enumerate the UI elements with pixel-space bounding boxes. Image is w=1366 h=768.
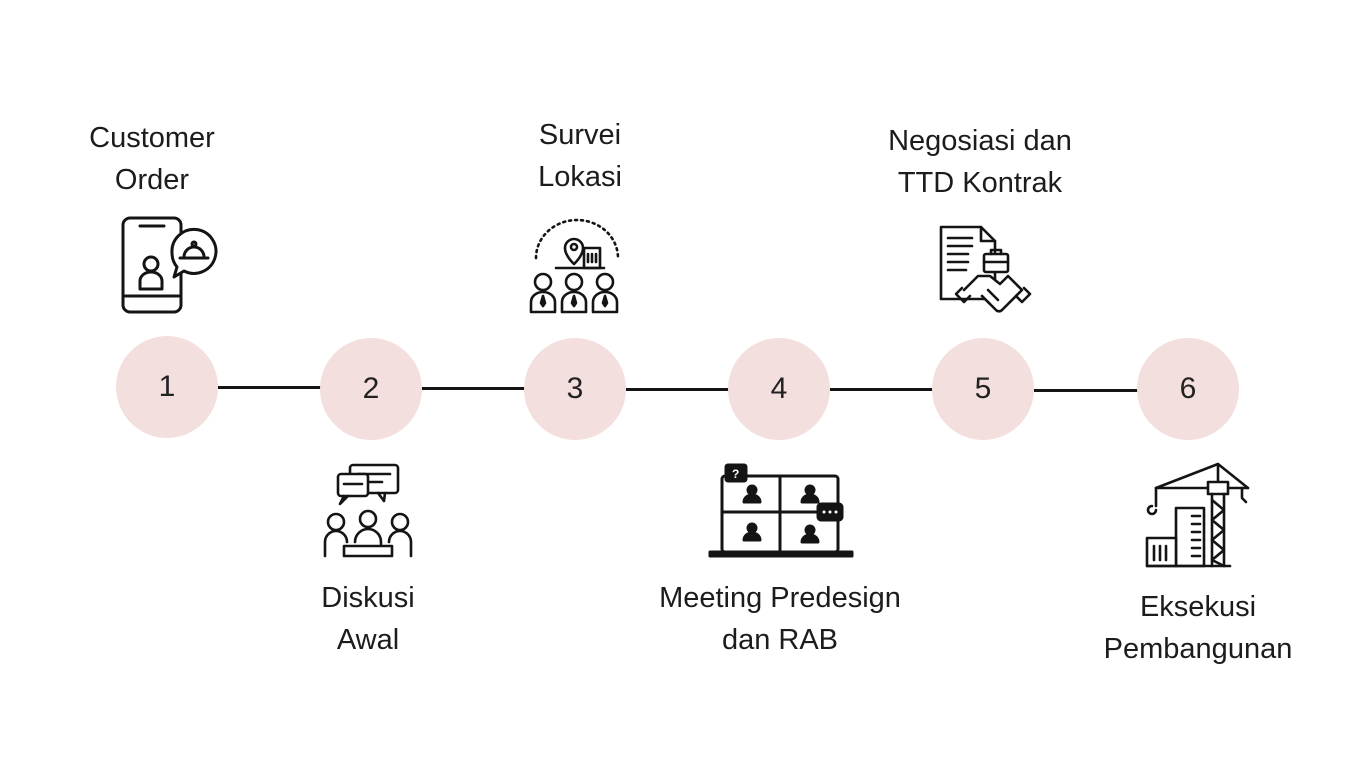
step-label-5: Negosiasi dan TTD Kontrak — [888, 125, 1072, 199]
step-label-3: Survei Lokasi — [538, 119, 622, 193]
step-number: 2 — [362, 372, 380, 405]
step-number: 1 — [158, 370, 176, 403]
phone-order-icon — [120, 215, 224, 315]
step-label-6: Eksekusi Pembangunan — [1103, 591, 1293, 665]
contract-handshake-icon — [938, 224, 1032, 318]
step-circle-2: 2 — [320, 338, 422, 440]
step-number: 3 — [566, 372, 584, 405]
step-number: 5 — [974, 372, 992, 405]
connector-line-5-6 — [1034, 389, 1138, 392]
group-discussion-icon — [322, 462, 414, 558]
svg-text:?: ? — [732, 467, 739, 481]
construction-crane-icon — [1144, 460, 1254, 570]
step-label-1: Customer Order — [89, 122, 215, 196]
step-number: 6 — [1179, 372, 1197, 405]
location-survey-icon — [528, 218, 626, 316]
step-circle-5: 5 — [932, 338, 1034, 440]
connector-line-4-5 — [830, 388, 934, 391]
step-circle-1: 1 — [116, 336, 218, 438]
step-circle-3: 3 — [524, 338, 626, 440]
step-circle-4: 4 — [728, 338, 830, 440]
step-label-2: Diskusi Awal — [321, 582, 415, 656]
connector-line-1-2 — [218, 386, 322, 389]
video-meeting-icon: ? — [708, 462, 854, 560]
connector-line-3-4 — [626, 388, 730, 391]
connector-line-2-3 — [422, 387, 526, 390]
step-label-4: Meeting Predesign dan RAB — [659, 582, 901, 656]
step-number: 4 — [770, 372, 788, 405]
step-circle-6: 6 — [1137, 338, 1239, 440]
